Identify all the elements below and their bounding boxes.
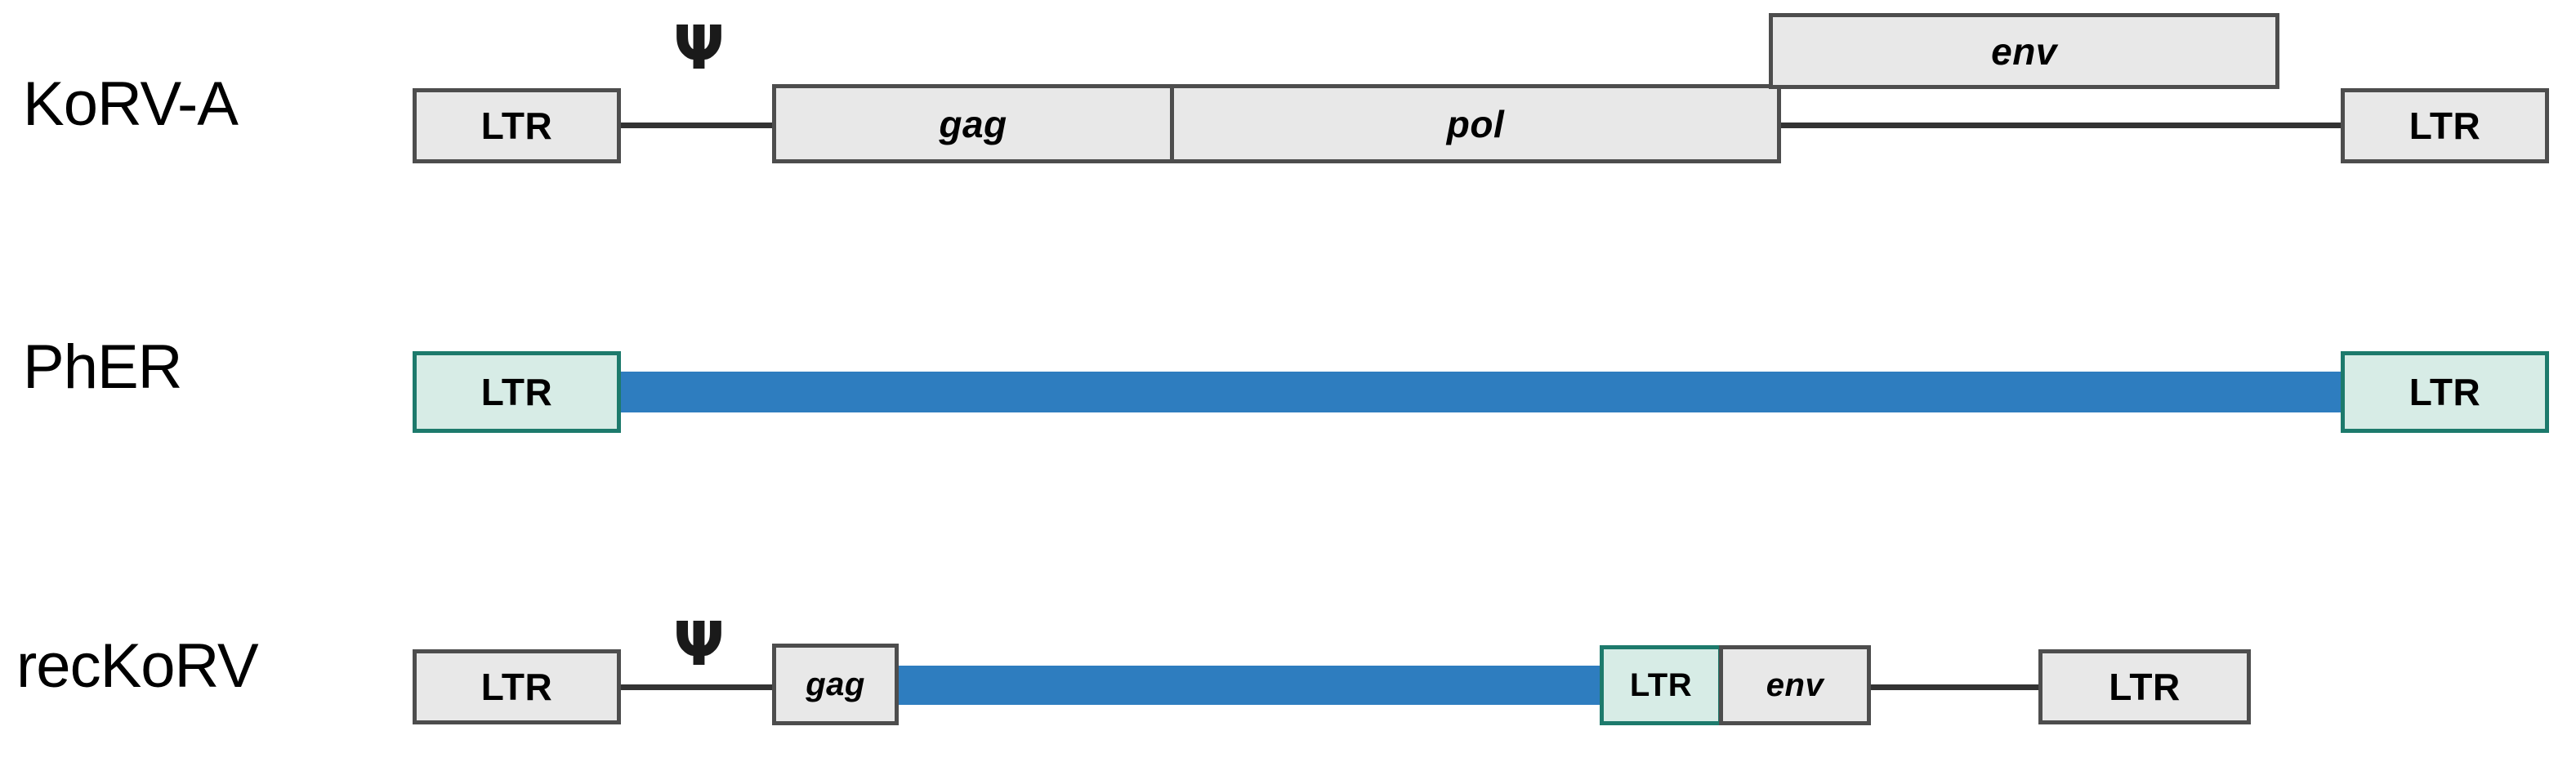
box-label: LTR (2409, 105, 2481, 147)
box-label: LTR (1629, 667, 1693, 703)
box-env-korv-a[interactable]: env (1769, 13, 2279, 89)
connector-env-ltr-korv-a (1777, 123, 2345, 128)
box-ltr-left-korv-a[interactable]: LTR (413, 88, 621, 163)
box-label: LTR (2109, 666, 2181, 708)
connector-ltr-gag-reckorv (617, 684, 776, 690)
connector-ltr-gag-korv-a (617, 123, 776, 128)
box-label: LTR (480, 371, 553, 413)
box-label: env (1766, 667, 1824, 703)
psi-icon-korv-a: Ψ (673, 13, 725, 83)
box-label: pol (1446, 102, 1505, 145)
erv-bar-pher (614, 372, 2346, 412)
box-ltr-left-reckorv[interactable]: LTR (413, 649, 621, 724)
row-label-korv-a: KoRV-A (23, 69, 239, 139)
box-ltr-middle-reckorv[interactable]: LTR (1600, 645, 1722, 725)
row-label-reckorv: recKoRV (16, 631, 259, 701)
row-label-pher: PhER (23, 332, 183, 402)
box-env-reckorv[interactable]: env (1719, 645, 1871, 725)
box-label: LTR (480, 666, 553, 708)
connector-env-ltr-reckorv (1867, 684, 2042, 690)
box-ltr-right-reckorv[interactable]: LTR (2038, 649, 2251, 724)
erv-bar-reckorv (895, 666, 1609, 705)
box-pol-korv-a[interactable]: pol (1170, 84, 1781, 163)
box-label: gag (806, 666, 865, 702)
box-label: LTR (480, 105, 553, 147)
box-ltr-right-korv-a[interactable]: LTR (2341, 88, 2549, 163)
box-gag-reckorv[interactable]: gag (772, 644, 899, 725)
box-ltr-left-pher[interactable]: LTR (413, 351, 621, 433)
box-label: gag (939, 102, 1007, 145)
box-gag-korv-a[interactable]: gag (772, 84, 1174, 163)
box-label: LTR (2409, 371, 2481, 413)
psi-icon-reckorv: Ψ (673, 609, 725, 680)
box-label: env (1991, 29, 2057, 73)
box-ltr-right-pher[interactable]: LTR (2341, 351, 2549, 433)
